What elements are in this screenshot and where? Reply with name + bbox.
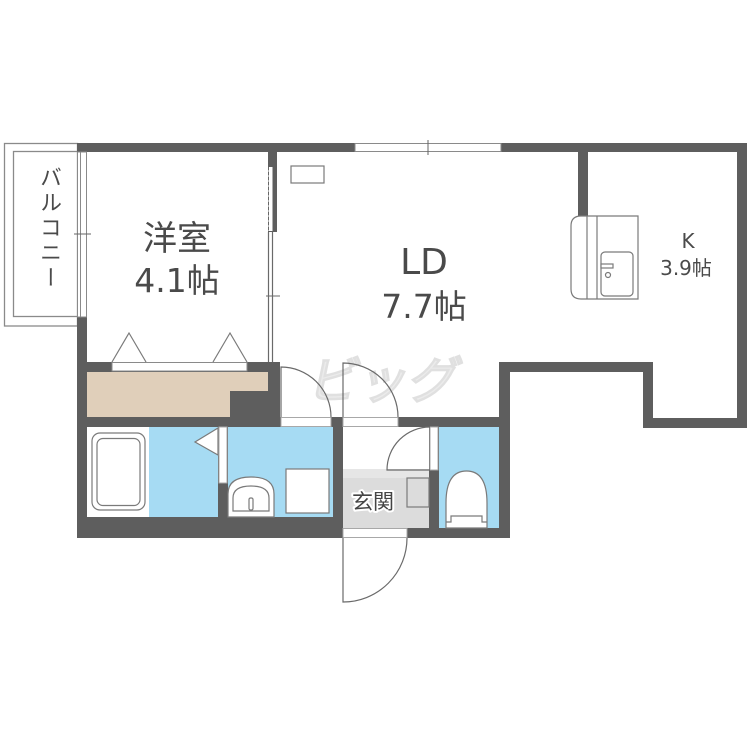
balcony	[3, 142, 79, 327]
wall-ld-bottom-right	[499, 362, 653, 372]
wall-kitchen-divider	[578, 143, 588, 216]
closet-folding-door-icon	[111, 331, 248, 372]
bathroom-door-icon	[193, 426, 219, 457]
western-room-size: 4.1帖	[134, 261, 219, 300]
wall-closet-right	[268, 362, 280, 427]
wall-hall-top	[398, 417, 510, 427]
wall-left	[77, 143, 87, 538]
kitchen-faucet	[600, 263, 614, 269]
wall-closet-notch	[230, 391, 268, 417]
toilet-door-swing	[386, 426, 431, 471]
washbasin-icon	[227, 476, 275, 518]
doors	[193, 362, 439, 603]
toilet-icon	[445, 470, 488, 529]
wall-entrance-toilet-divider	[429, 427, 439, 528]
washroom-door-threshold	[280, 417, 332, 427]
bathtub-icon	[91, 432, 146, 511]
sliding-door	[266, 167, 280, 362]
wall-bottom-right	[407, 528, 510, 538]
western-room-name: 洋室	[143, 219, 211, 259]
wall-toilet-right	[499, 362, 510, 538]
washbasin-outer	[227, 476, 275, 518]
entrance-door-swing	[342, 537, 408, 603]
kitchen-sink-icon	[570, 215, 639, 300]
washing-machine-space-icon	[285, 468, 330, 514]
kitchen-drain	[604, 271, 612, 279]
watermark-logo: ビッグ	[304, 352, 466, 410]
kitchen-size: 3.9帖	[660, 256, 712, 280]
shoe-cabinet-icon	[406, 477, 430, 508]
wall-closet-bottom	[77, 417, 281, 427]
bathroom-door-strip	[218, 426, 228, 484]
air-conditioner-icon	[290, 165, 325, 184]
hallway-floor	[343, 427, 429, 469]
fixtures	[91, 165, 639, 529]
closet-door-strip	[111, 362, 248, 372]
wall-bottom-left	[77, 517, 343, 538]
kitchen-name: K	[681, 229, 695, 253]
entrance-name: 玄関	[352, 490, 394, 514]
wall-kitchen-bottom	[643, 418, 747, 428]
living-dining-size: 7.7帖	[381, 287, 466, 326]
washbasin-faucet	[248, 497, 254, 511]
hall-door-threshold	[342, 417, 399, 427]
wall-right-kitchen	[737, 143, 747, 428]
hall-door-swing	[342, 362, 399, 418]
entrance-step	[343, 469, 429, 478]
folding-door-right	[212, 331, 248, 363]
washroom-door-swing	[280, 366, 332, 418]
sliding-door-pocket	[268, 167, 273, 231]
room-labels: 洋室 4.1帖 LD 7.7帖 K 3.9帖 玄関	[134, 219, 712, 516]
kitchen-sink-basin	[600, 251, 634, 297]
living-dining-name: LD	[400, 242, 448, 283]
balcony-name: バルコニー	[36, 166, 61, 291]
windows	[74, 140, 502, 318]
entrance-door-threshold	[342, 528, 408, 538]
toilet-door-strip	[429, 426, 439, 471]
folding-door-left	[111, 331, 147, 363]
entrance-floor	[343, 478, 429, 528]
balcony-inner-outline	[12, 150, 79, 318]
washbasin-bowl	[232, 485, 270, 512]
wall-wash-entrance-divider	[333, 417, 343, 538]
bathtub-inner	[96, 437, 141, 507]
toilet-tank-line	[446, 515, 487, 523]
toilet-bowl	[445, 470, 488, 529]
wall-kitchen-step	[643, 362, 653, 428]
